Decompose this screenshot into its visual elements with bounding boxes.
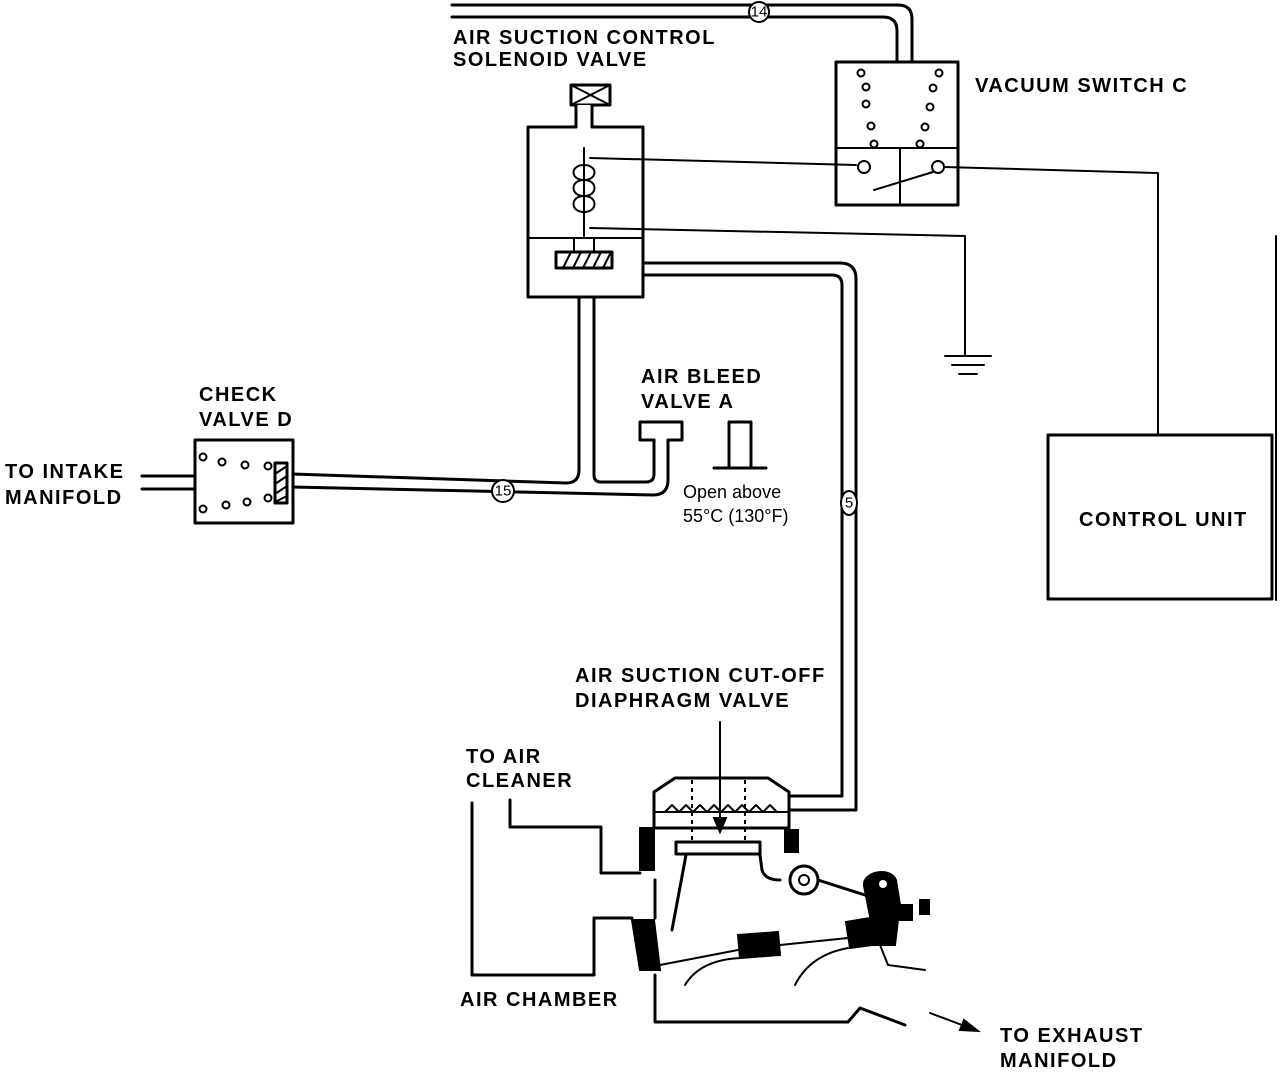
svg-text:5: 5: [845, 495, 853, 512]
solenoid-drop-hoses: [564, 295, 656, 485]
air-bleed-label-line2: VALVE A: [641, 391, 734, 413]
air-bleed-note-line1: Open above: [683, 482, 781, 502]
solenoid-label-line2: SOLENOID VALVE: [453, 49, 648, 71]
reed-valve-assembly: [659, 864, 930, 986]
air-chamber: [470, 798, 982, 1033]
air-cleaner-label-line1: TO AIR: [466, 746, 542, 768]
hose-number-5: 5: [840, 490, 858, 516]
cutoff-valve-label-line1: AIR SUCTION CUT-OFF: [575, 665, 826, 687]
svg-text:15: 15: [495, 483, 512, 500]
exhaust-label-line1: TO EXHAUST: [1000, 1025, 1144, 1047]
check-valve-label-line2: VALVE D: [199, 409, 293, 431]
vacuum-switch-label: VACUUM SWITCH C: [975, 75, 1188, 97]
solenoid-valve: [526, 83, 645, 299]
air-cleaner-label-line2: CLEANER: [466, 770, 573, 792]
air-bleed-valve-a: [638, 420, 768, 497]
cutoff-valve-label-line2: DIAPHRAGM VALVE: [575, 690, 790, 712]
air-bleed-label-line1: AIR BLEED: [641, 366, 762, 388]
air-bleed-note-line2: 55°C (130°F): [683, 506, 788, 526]
hose-number-15: 15: [491, 479, 515, 503]
hose-14: [450, 3, 914, 64]
vacuum-switch-c: [834, 60, 960, 207]
control-unit-label: CONTROL UNIT: [1079, 509, 1248, 531]
electrical-wiring: [589, 157, 1159, 436]
control-unit: [1046, 235, 1277, 601]
solenoid-label-line1: AIR SUCTION CONTROL: [453, 27, 716, 49]
svg-text:14: 14: [751, 4, 768, 21]
exhaust-label-line2: MANIFOLD: [1000, 1050, 1118, 1072]
hose-5: [641, 261, 858, 812]
intake-label-line2: MANIFOLD: [5, 487, 123, 509]
diaphragm-valve: [630, 721, 799, 971]
hose-number-14: 14: [748, 1, 770, 23]
hose-15: [290, 472, 655, 497]
check-valve-d: [140, 438, 295, 525]
air-chamber-label: AIR CHAMBER: [460, 989, 619, 1011]
intake-label-line1: TO INTAKE: [5, 461, 124, 483]
check-valve-label-line1: CHECK: [199, 384, 278, 406]
